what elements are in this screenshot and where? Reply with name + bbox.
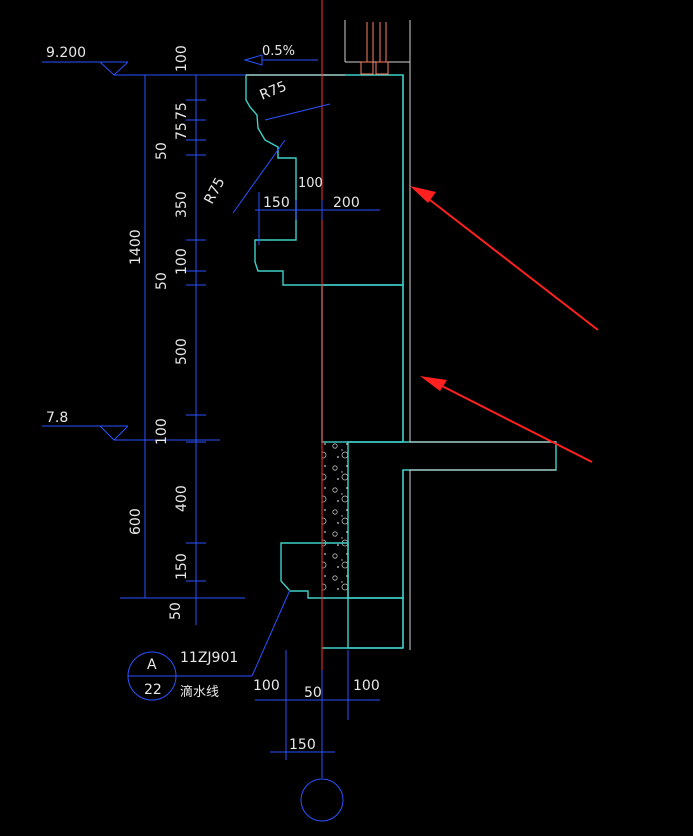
dim-inner-350: 350	[174, 191, 190, 218]
concrete-cornice	[245, 74, 404, 286]
detail-ref-label: 滴水线	[180, 684, 219, 700]
dim-inner-50a: 50	[154, 142, 170, 160]
horizontal-dim-bottom: 100 50 100 150	[253, 650, 380, 822]
annotation-arrows	[410, 186, 599, 463]
dim-200-cornice: 200	[333, 195, 360, 211]
dim-inner-100-top: 100	[174, 45, 190, 72]
axis-bubble	[300, 778, 344, 822]
dim-inner-400: 400	[174, 485, 190, 512]
dim-inner-50c: 50	[168, 602, 184, 620]
horizontal-dim-cornice: 150 200 100	[255, 176, 380, 245]
dim-bottom-50: 50	[304, 685, 322, 701]
level-mid-text: 7.8	[46, 410, 68, 426]
dim-inner-75a: 75	[174, 102, 190, 120]
railing-detail	[360, 22, 389, 75]
floor-slab	[322, 441, 557, 599]
dim-150-cornice: 150	[263, 195, 290, 211]
level-mark-mid: 7.8	[42, 410, 220, 441]
vertical-dim-inner: 100 75 75 50 350 100 50 500 100 400 150 …	[154, 45, 206, 625]
detail-ref-top: A	[147, 657, 157, 673]
dim-inner-500: 500	[174, 338, 190, 365]
dim-600: 600	[128, 508, 144, 535]
level-mark-top: 9.200	[42, 45, 246, 76]
vertical-dim-outer: 1400 600	[120, 74, 245, 599]
detail-ref-bottom: 22	[144, 682, 162, 698]
lower-ledge	[280, 542, 349, 599]
slope-text: 0.5%	[262, 44, 295, 59]
dim-inner-50b: 50	[154, 272, 170, 290]
detail-ref-code: 11ZJ901	[180, 650, 238, 666]
dim-inner-150: 150	[174, 553, 190, 580]
level-top-text: 9.200	[46, 45, 86, 61]
dim-bottom-150: 150	[289, 737, 316, 753]
lower-infill	[347, 597, 404, 649]
slope-annotation: 0.5%	[243, 44, 318, 66]
detail-reference: A 22 11ZJ901 滴水线	[127, 589, 291, 701]
radius-top-text: R75	[258, 79, 290, 104]
dim-inner-75b: 75	[174, 122, 190, 140]
radius-annotations: R75 R75	[201, 79, 331, 214]
dim-bottom-100-right: 100	[353, 678, 380, 694]
dim-inner-100c: 100	[154, 418, 170, 445]
dim-inner-100b: 100	[174, 248, 190, 275]
radius-left-text: R75	[201, 175, 228, 207]
dim-1400: 1400	[128, 229, 144, 265]
dim-bottom-100-left: 100	[253, 678, 280, 694]
infill-wall	[321, 284, 404, 443]
wall-lines	[245, 20, 556, 650]
dim-100-inner: 100	[298, 176, 323, 191]
